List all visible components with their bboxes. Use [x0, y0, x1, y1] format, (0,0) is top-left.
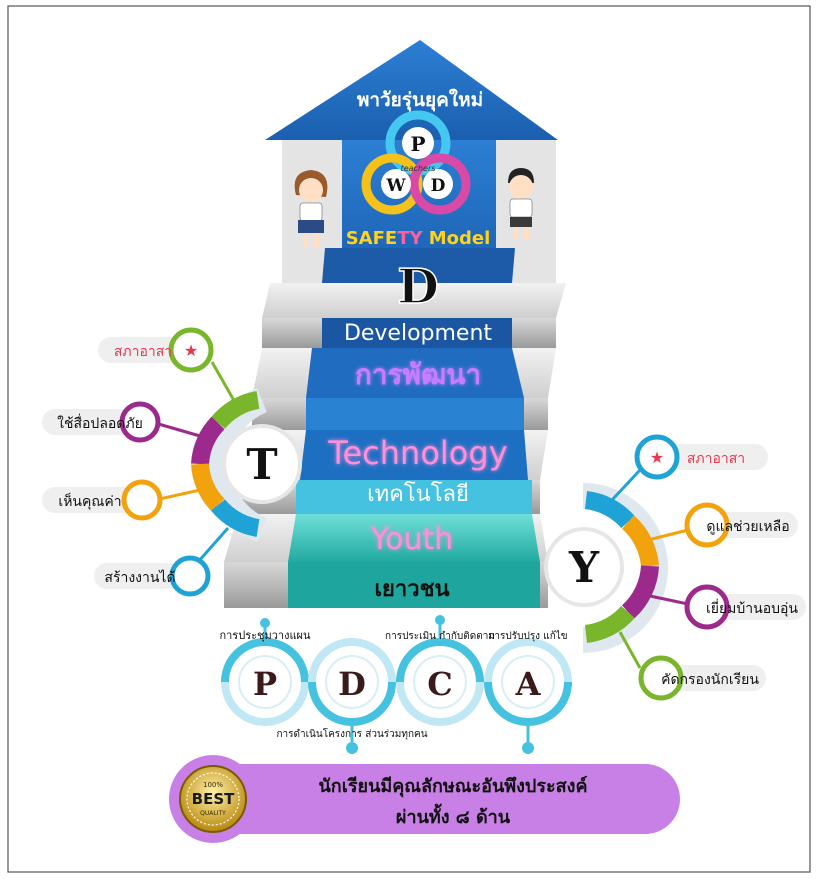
left-item-3-label: เห็นคุณค่า [58, 492, 121, 510]
pdca-letter-p: P [253, 665, 277, 703]
result-banner: 100% BEST QUALITY นักเรียนมีคุณลักษณะอัน… [169, 755, 680, 843]
technology-thai: เทคโนโลยี [367, 481, 469, 507]
staircase [224, 248, 566, 608]
youth-plate [288, 514, 540, 562]
logo-letter-d: D [431, 176, 446, 196]
pwd-logo: P W D teachers [361, 110, 471, 215]
right-item-3: เยี่ยมบ้านอบอุ่น [649, 584, 806, 630]
house: พาวัยรุ่นยุคใหม่ P W D teachers SAFETY M… [265, 40, 558, 283]
thai-development-plate [306, 348, 524, 398]
pdca-caption-d: การดำเนินโครงการ ส่วนร่วมทุกคน [276, 727, 427, 740]
right-item-2: ดูแลช่วยเหลือ [647, 502, 798, 548]
pdca-cycle: P การประชุมวางแผน D การดำเนินโครงการ ส่ว… [219, 615, 572, 754]
logo-letter-p: P [410, 132, 425, 156]
youth-english-plate [296, 480, 532, 514]
badge-bottom: QUALITY [200, 810, 226, 817]
left-item-2-label: ใช้สื่อปลอดภัย [57, 414, 143, 432]
right-wheel: Y [544, 483, 668, 653]
girl-student-illustration [294, 170, 328, 247]
roof [265, 40, 558, 140]
left-item-1-label: สภาอาสา [114, 344, 172, 360]
development-thai: การพัฒนา [355, 358, 481, 391]
right-item-3-label: เยี่ยมบ้านอบอุ่น [706, 599, 798, 617]
pdca-caption-c: การประเมิน กำกับติดตาม [385, 631, 495, 642]
right-wheel-letter: Y [568, 543, 600, 592]
house-title: พาวัยรุ่นยุคใหม่ [357, 88, 483, 112]
best-quality-badge [179, 765, 247, 833]
step-development-top [262, 283, 566, 318]
outer-frame [7, 5, 811, 873]
left-wheel: T [191, 387, 302, 543]
right-item-2-label: ดูแลช่วยเหลือ [706, 519, 789, 535]
model-name-part2: TY [397, 228, 423, 249]
left-item-1: สภาอาสา ★ [98, 327, 238, 405]
model-name-part3: Model [423, 228, 491, 249]
right-item-4-label: คัดกรองนักเรียน [661, 672, 759, 688]
right-item-4: คัดกรองนักเรียน [618, 631, 766, 701]
technology-english: Technology [327, 434, 507, 472]
left-item-3: เห็นคุณค่า [42, 479, 201, 521]
model-name-part1: SAFE [346, 228, 398, 249]
logo-caption: teachers [401, 164, 436, 173]
star-icon: ★ [650, 448, 664, 467]
result-line-1: นักเรียนมีคุณลักษณะอันพึงประสงค์ [319, 775, 588, 798]
pdca-caption-a: การปรับปรุง แก้ไข [488, 630, 567, 642]
star-icon: ★ [184, 341, 198, 360]
badge-top: 100% [203, 781, 223, 789]
technology-english-plate [306, 398, 524, 430]
right-item-1: ★ สภาอาสา [610, 434, 768, 502]
badge-main: BEST [192, 790, 235, 808]
pdca-letter-c: C [427, 665, 452, 703]
thai-technology-plate [300, 430, 528, 480]
left-item-4: สร้างงานได้ [94, 527, 230, 597]
thai-youth-plate [288, 562, 540, 608]
left-item-4-label: สร้างงานได้ [104, 569, 175, 586]
youth-english: Youth [370, 522, 454, 557]
youth-thai: เยาวชน [374, 577, 449, 602]
pdca-letter-d: D [338, 665, 366, 703]
result-pill [172, 764, 680, 834]
left-wheel-letter: T [246, 440, 277, 489]
right-item-1-label: สภาอาสา [687, 451, 745, 467]
boy-student-illustration [508, 168, 534, 239]
result-line-2: ผ่านทั้ง ๘ ด้าน [396, 803, 511, 828]
model-name: SAFETY Model [346, 228, 491, 249]
logo-letter-w: W [385, 176, 406, 196]
development-letter-plate [322, 248, 515, 283]
pdca-caption-p: การประชุมวางแผน [219, 629, 311, 642]
pdca-letter-a: A [515, 665, 542, 703]
development-label-plate [322, 318, 512, 348]
development-letter: D [397, 259, 439, 315]
left-item-2: ใช้สื่อปลอดภัย [42, 401, 201, 443]
development-english: Development [344, 321, 492, 346]
